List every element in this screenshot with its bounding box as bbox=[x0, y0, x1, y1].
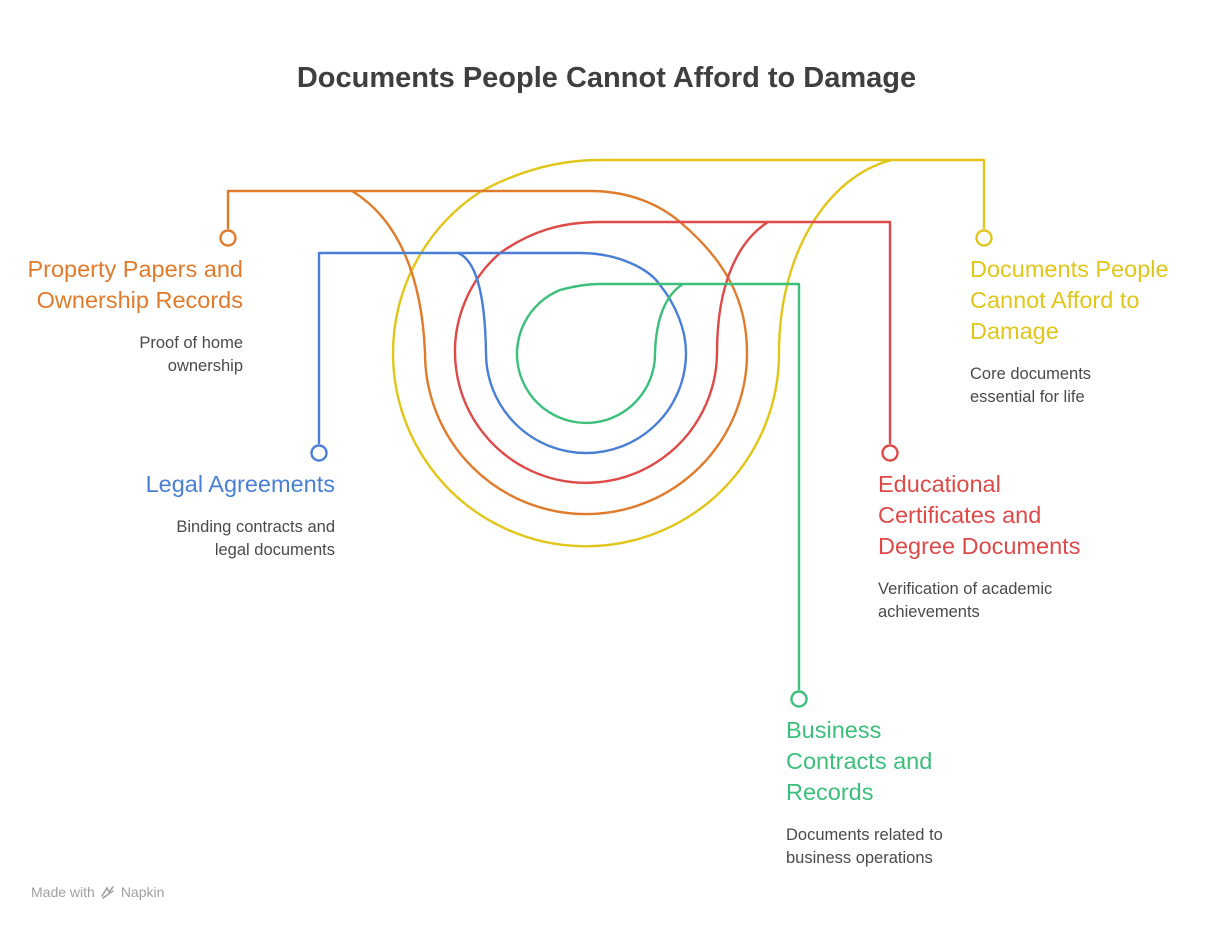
page-title: Documents People Cannot Afford to Damage bbox=[296, 62, 917, 94]
label-legal: Legal Agreements Binding contracts and l… bbox=[60, 469, 335, 562]
footer-made-with: Made with bbox=[31, 884, 95, 900]
loop-business-arc bbox=[515, 282, 801, 691]
label-core-title: Documents People Cannot Afford to Damage bbox=[970, 256, 1169, 344]
loop-education bbox=[453, 220, 899, 484]
label-property-title: Property Papers and Ownership Records bbox=[27, 256, 243, 313]
loop-property bbox=[219, 189, 749, 516]
loop-core-arc bbox=[391, 158, 986, 548]
marker-business bbox=[790, 690, 808, 708]
marker-property bbox=[219, 229, 237, 247]
label-education: Educational Certificates and Degree Docu… bbox=[878, 469, 1098, 624]
napkin-logo-icon bbox=[101, 886, 114, 899]
label-legal-title: Legal Agreements bbox=[145, 471, 335, 497]
footer-brand: Napkin bbox=[120, 884, 165, 900]
label-business-title: Business Contracts and Records bbox=[786, 717, 933, 805]
marker-education bbox=[881, 444, 899, 462]
label-property: Property Papers and Ownership Records Pr… bbox=[20, 254, 243, 378]
marker-core bbox=[975, 229, 993, 247]
label-business-desc: Documents related to business operations bbox=[786, 826, 943, 867]
label-education-title: Educational Certificates and Degree Docu… bbox=[878, 471, 1081, 559]
label-education-desc: Verification of academic achievements bbox=[878, 580, 1053, 621]
loop-education-arc bbox=[453, 220, 892, 484]
loop-core bbox=[391, 158, 993, 548]
marker-legal bbox=[310, 444, 328, 462]
label-core-desc: Core documents essential for life bbox=[970, 365, 1092, 406]
label-property-desc: Proof of home ownership bbox=[139, 334, 243, 375]
made-with-footer: Made with Napkin bbox=[31, 884, 164, 900]
label-business: Business Contracts and Records Documents… bbox=[786, 715, 986, 870]
loop-business bbox=[515, 282, 808, 708]
label-core: Documents People Cannot Afford to Damage… bbox=[970, 254, 1185, 409]
loop-property-arc bbox=[226, 189, 749, 516]
label-legal-desc: Binding contracts and legal documents bbox=[176, 518, 335, 559]
